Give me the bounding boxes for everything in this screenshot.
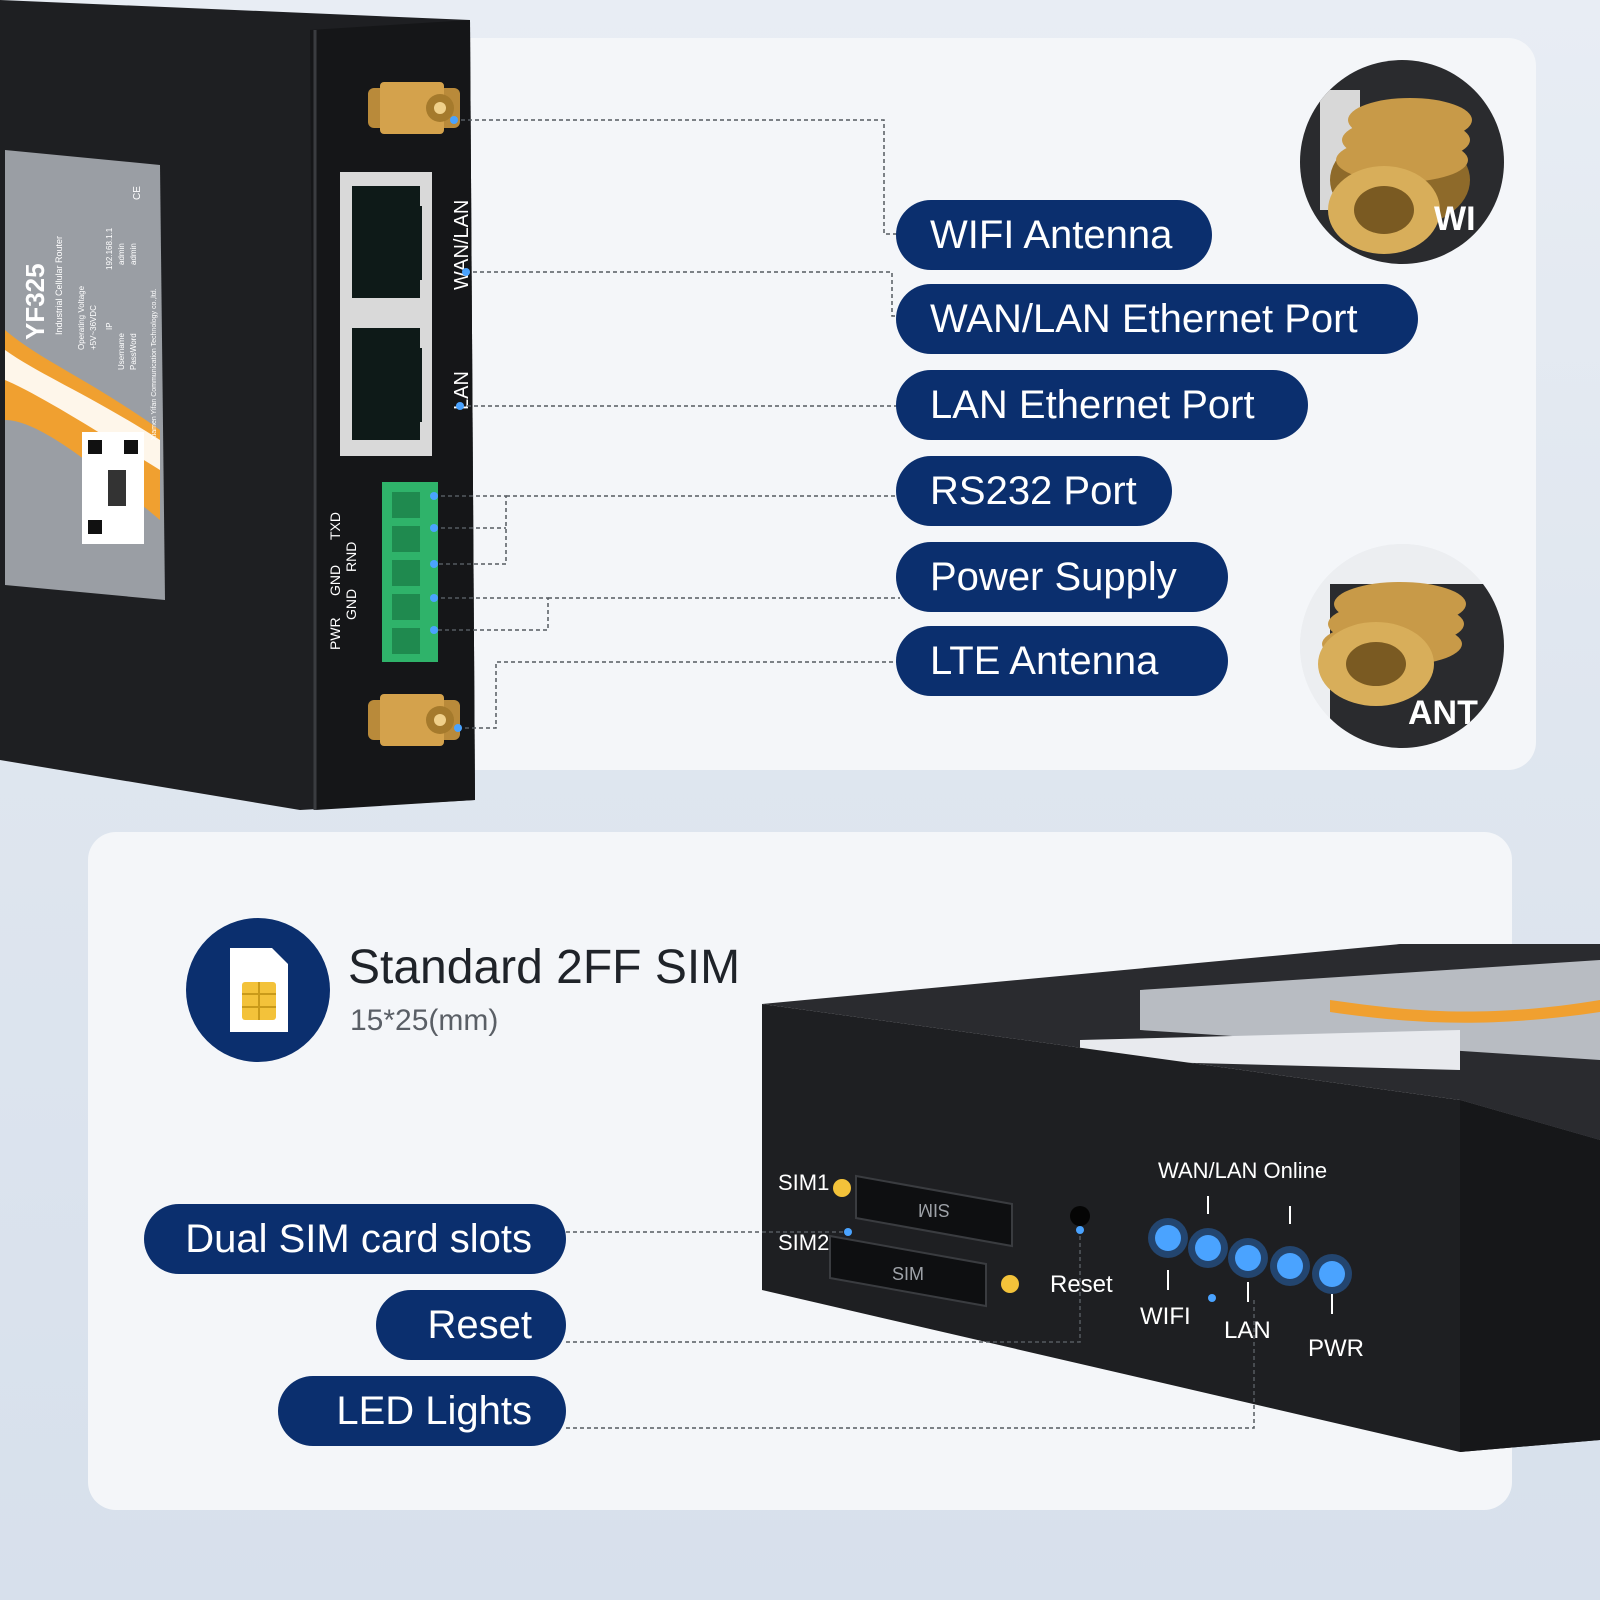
callout-wan-lan-port: WAN/LAN Ethernet Port (896, 284, 1418, 354)
led-wifi (1155, 1225, 1181, 1251)
terminal-block (382, 482, 438, 662)
front-label-sim2: SIM2 (778, 1230, 829, 1255)
zoom-caption-wifi: WI (1434, 200, 1476, 238)
front-label-wan-lan-online: WAN/LAN Online (1158, 1158, 1327, 1183)
led-row (1148, 1218, 1352, 1294)
callout-reset-label: Reset (427, 1302, 533, 1347)
callout-reset: Reset (376, 1290, 566, 1360)
sticker-username-value: admin (117, 243, 126, 265)
sim-card-badge (186, 918, 330, 1062)
sticker-model: YF325 (20, 263, 50, 340)
callout-lan-port-label: LAN Ethernet Port (930, 382, 1255, 427)
led-wan-lan (1195, 1235, 1221, 1261)
sim1-slot-text: SIM (918, 1200, 950, 1220)
sticker-voltage-value: +5V~36VDC (89, 305, 98, 350)
sim2-indicator (1001, 1275, 1019, 1293)
pin-label-gnd-2: GND (343, 589, 359, 620)
callout-wifi-antenna: WIFI Antenna (896, 200, 1212, 270)
top-callout-dots (430, 116, 470, 732)
lte-antenna-connector (368, 694, 460, 746)
callout-lte-antenna: LTE Antenna (896, 626, 1228, 696)
bottom-leader-lines (566, 1230, 1255, 1429)
led-lan (1235, 1245, 1261, 1271)
pin-label-txd: TXD (327, 512, 343, 540)
wifi-antenna-zoom: WI (1300, 60, 1504, 264)
front-label-wifi: WIFI (1140, 1303, 1191, 1330)
sim1-slot: SIM (855, 1174, 1013, 1248)
lte-antenna-zoom: ANT (1300, 544, 1504, 748)
wifi-antenna-connector (368, 82, 460, 134)
sticker-username-label: Username (117, 333, 126, 370)
top-leader-lines (434, 119, 900, 729)
sim2-slot-text: SIM (892, 1264, 924, 1284)
reset-pinhole (1070, 1206, 1090, 1226)
sim1-indicator (833, 1179, 851, 1197)
callout-lte-antenna-label: LTE Antenna (930, 638, 1159, 683)
sim-standard-title: Standard 2FF SIM (348, 941, 741, 994)
callout-dual-sim: Dual SIM card slots (144, 1204, 566, 1274)
pin-label-pwr: PWR (327, 617, 343, 650)
led-online (1277, 1253, 1303, 1279)
sticker-ip-value: 192.168.1.1 (105, 227, 114, 270)
pin-label-rnd: RND (343, 542, 359, 572)
router-front-face (762, 1004, 1600, 1452)
front-label-reset: Reset (1050, 1271, 1113, 1298)
port-label-wan-lan: WAN/LAN (451, 200, 473, 290)
led-pwr (1319, 1261, 1345, 1287)
callout-wan-lan-port-label: WAN/LAN Ethernet Port (930, 296, 1358, 341)
sticker-voltage-label: Operating Voltage (77, 285, 86, 350)
sticker-ce-mark: CE (132, 186, 143, 200)
sim2-slot: SIM (829, 1234, 987, 1308)
sticker-password-label: PassWord (129, 333, 138, 370)
sim-size-text: 15*25(mm) (350, 1004, 499, 1037)
port-label-lan: LAN (451, 371, 473, 410)
callout-power-supply: Power Supply (896, 542, 1228, 612)
callout-dual-sim-label: Dual SIM card slots (185, 1216, 532, 1261)
sticker-ip-label: IP (105, 322, 114, 330)
wan-lan-ethernet-jack (340, 172, 432, 314)
callout-power-supply-label: Power Supply (930, 554, 1177, 599)
sticker-maker: Xiamen Yifan Communication Technology co… (151, 288, 158, 440)
pin-label-gnd-1: GND (327, 565, 343, 596)
lan-ethernet-jack (340, 314, 432, 456)
callout-led-lights-label: LED Lights (336, 1388, 532, 1433)
front-label-lan: LAN (1224, 1317, 1271, 1344)
device-sticker: YF325 Industrial Cellular Router Operati… (5, 150, 165, 600)
sticker-password-value: admin (129, 243, 138, 265)
callout-rs232-port-label: RS232 Port (930, 468, 1137, 513)
sticker-subtitle: Industrial Cellular Router (54, 236, 64, 335)
front-label-pwr: PWR (1308, 1335, 1364, 1362)
callout-lan-port: LAN Ethernet Port (896, 370, 1308, 440)
bottom-callout-dots (844, 1226, 1216, 1302)
callout-led-lights: LED Lights (278, 1376, 566, 1446)
callout-wifi-antenna-label: WIFI Antenna (930, 212, 1173, 257)
callout-rs232-port: RS232 Port (896, 456, 1172, 526)
led-tick-marks (1167, 1196, 1333, 1314)
front-label-sim1: SIM1 (778, 1170, 829, 1195)
